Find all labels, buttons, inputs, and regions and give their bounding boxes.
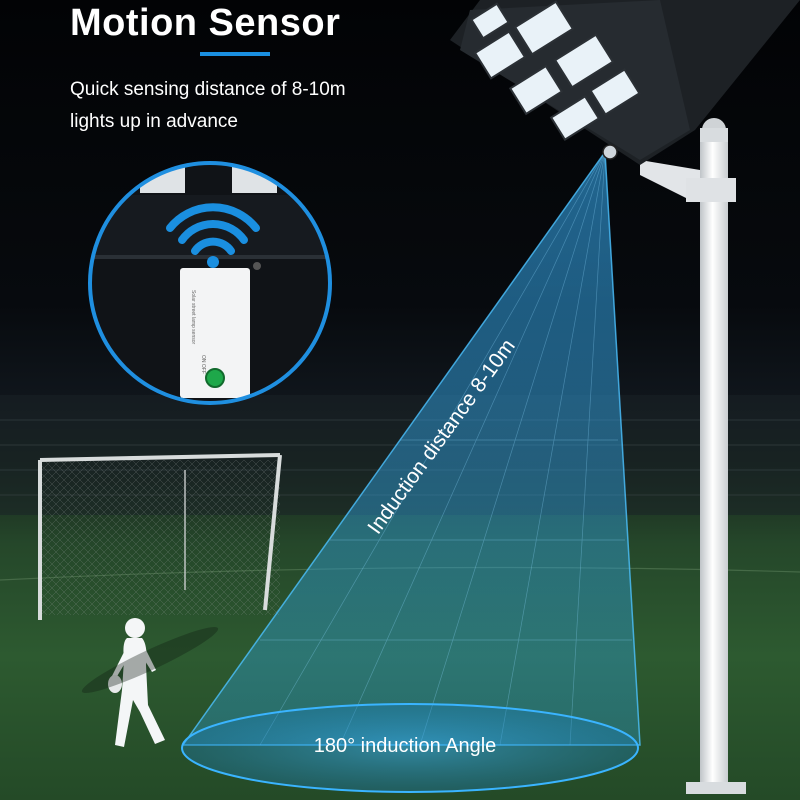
sensor-module-label: Solar street lamp sensor — [190, 290, 196, 345]
sensor-detail-magnifier: Solar street lamp sensor ON OFF — [88, 161, 332, 405]
power-switch-button — [205, 368, 225, 388]
solar-street-lamp — [450, 0, 800, 165]
wifi-signal-icon — [166, 203, 260, 268]
walking-person — [108, 618, 165, 747]
power-switch-label: ON OFF — [200, 355, 206, 374]
headline: Motion Sensor — [70, 2, 341, 44]
sensor-module — [180, 268, 250, 398]
induction-area-ellipse — [181, 703, 639, 793]
soccer-goal — [38, 453, 282, 620]
sensor-eye-icon — [602, 144, 618, 160]
subtitle: Quick sensing distance of 8-10m lights u… — [70, 74, 390, 138]
subtitle-line-1: Quick sensing distance of 8-10m — [70, 79, 346, 100]
subtitle-line-2: lights up in advance — [70, 111, 238, 132]
street-light-pole — [640, 118, 746, 794]
induction-angle-label: 180° induction Angle — [313, 735, 497, 757]
detection-beam — [183, 152, 640, 745]
headline-underline — [200, 52, 270, 56]
